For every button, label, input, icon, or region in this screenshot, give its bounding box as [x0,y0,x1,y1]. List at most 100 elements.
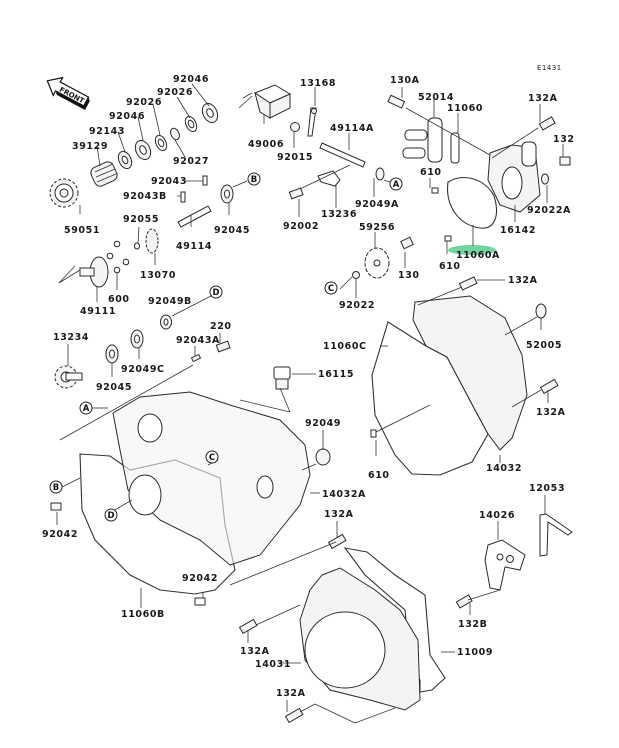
shaft-49114[interactable] [177,205,212,228]
part-label-92143[interactable]: 92143 [89,126,125,137]
part-label-49111[interactable]: 49111 [80,306,116,317]
part-label-59256[interactable]: 59256 [359,222,395,233]
impeller-59256[interactable] [364,247,390,279]
bracket-14026[interactable] [484,539,526,591]
bolt-132A-e[interactable] [238,618,258,635]
part-label-49114[interactable]: 49114 [176,241,212,252]
part-label-132A[interactable]: 132A [240,646,270,657]
part-label-92049[interactable]: 92049 [305,418,341,429]
part-label-13070[interactable]: 13070 [140,270,176,281]
part-label-92026[interactable]: 92026 [157,87,193,98]
part-label-92042[interactable]: 92042 [42,529,78,540]
pin-92043A[interactable] [190,353,202,363]
seal-92049[interactable] [315,448,331,466]
part-label-600[interactable]: 600 [108,294,130,305]
part-label-132A[interactable]: 132A [536,407,566,418]
part-label-13234[interactable]: 13234 [53,332,89,343]
part-label-130A[interactable]: 130A [390,75,420,86]
part-label-52014[interactable]: 52014 [418,92,454,103]
part-label-92049C[interactable]: 92049C [121,364,165,375]
pipe-52014[interactable] [402,117,443,163]
governor-49111[interactable] [58,256,109,288]
dowel-92042-a[interactable] [50,502,62,511]
dowel-610-a[interactable] [431,187,439,194]
part-label-92043B[interactable]: 92043B [123,191,167,202]
bolt-132A-f[interactable] [284,707,304,724]
part-label-92026[interactable]: 92026 [126,97,162,108]
part-label-92049B[interactable]: 92049B [148,296,192,307]
dowel-92042-b[interactable] [194,597,206,606]
part-label-14032[interactable]: 14032 [486,463,522,474]
part-label-12053[interactable]: 12053 [529,483,565,494]
part-label-610[interactable]: 610 [368,470,390,481]
washer-92022A[interactable] [541,173,549,185]
part-label-14026[interactable]: 14026 [479,510,515,521]
dowel-610-b[interactable] [444,235,452,242]
part-label-49114A[interactable]: 49114A [330,123,374,134]
bracket-13236[interactable] [317,170,341,187]
pin-92043[interactable] [202,175,208,186]
part-label-11060B[interactable]: 11060B [121,609,165,620]
part-label-11060C[interactable]: 11060C [323,341,367,352]
part-label-92045[interactable]: 92045 [214,225,250,236]
seal-92027[interactable] [169,127,181,141]
bolt-130A[interactable] [387,94,406,109]
seal-92049A[interactable] [375,167,385,181]
part-label-92046[interactable]: 92046 [109,111,145,122]
washer-92022[interactable] [352,271,360,279]
cover-14032[interactable] [412,295,528,451]
bolt-132A-top[interactable] [538,116,556,131]
cap-16115[interactable] [273,366,291,390]
part-label-132A[interactable]: 132A [276,688,306,699]
gasket-11009[interactable] [343,547,446,693]
part-label-13236[interactable]: 13236 [321,209,357,220]
part-label-132A[interactable]: 132A [528,93,558,104]
part-label-92042[interactable]: 92042 [182,573,218,584]
bolt-132A-d[interactable] [327,533,347,550]
dowel-610-c[interactable] [370,429,377,438]
balls-600[interactable] [106,240,130,274]
part-label-220[interactable]: 220 [210,321,232,332]
part-label-39129[interactable]: 39129 [72,141,108,152]
spring-39129[interactable] [89,160,119,188]
part-label-132B[interactable]: 132B [458,619,487,630]
part-label-130[interactable]: 130 [398,270,420,281]
gasket-11060[interactable] [450,132,460,164]
part-label-92049A[interactable]: 92049A [355,199,399,210]
part-label-92022A[interactable]: 92022A [527,205,571,216]
gear-59051[interactable] [49,178,79,208]
part-label-92043[interactable]: 92043 [151,176,187,187]
part-label-610[interactable]: 610 [420,167,442,178]
part-label-92046[interactable]: 92046 [173,74,209,85]
part-label-14031[interactable]: 14031 [255,659,291,670]
part-label-14032A[interactable]: 14032A [322,489,366,500]
bolt-92002[interactable] [288,187,304,200]
part-label-92002[interactable]: 92002 [283,221,319,232]
gear-13234[interactable] [54,365,83,389]
bolt-220[interactable] [215,340,231,353]
part-label-16115[interactable]: 16115 [318,369,354,380]
part-label-92015[interactable]: 92015 [277,152,313,163]
part-label-52005[interactable]: 52005 [526,340,562,351]
part-label-92022[interactable]: 92022 [339,300,375,311]
part-label-92045[interactable]: 92045 [96,382,132,393]
part-label-11060A[interactable]: 11060A [456,250,500,261]
part-label-132A[interactable]: 132A [324,509,354,520]
part-label-610[interactable]: 610 [439,261,461,272]
part-label-49006[interactable]: 49006 [248,139,284,150]
part-label-132[interactable]: 132 [553,134,575,145]
bolt-132A-b[interactable] [458,276,478,291]
bolt-132A-c[interactable] [539,378,559,395]
impeller-13070[interactable] [145,228,159,254]
nut-92015[interactable] [290,122,300,132]
guide-12053[interactable] [539,513,573,557]
bolt-130[interactable] [400,236,414,250]
part-label-16142[interactable]: 16142 [500,225,536,236]
oring-92055[interactable] [134,242,140,250]
bolt-132B[interactable] [455,594,473,609]
cup-49006[interactable] [253,84,292,119]
part-label-13168[interactable]: 13168 [300,78,336,89]
part-label-59051[interactable]: 59051 [64,225,100,236]
lever-13168[interactable] [307,107,317,137]
part-label-92027[interactable]: 92027 [173,156,209,167]
